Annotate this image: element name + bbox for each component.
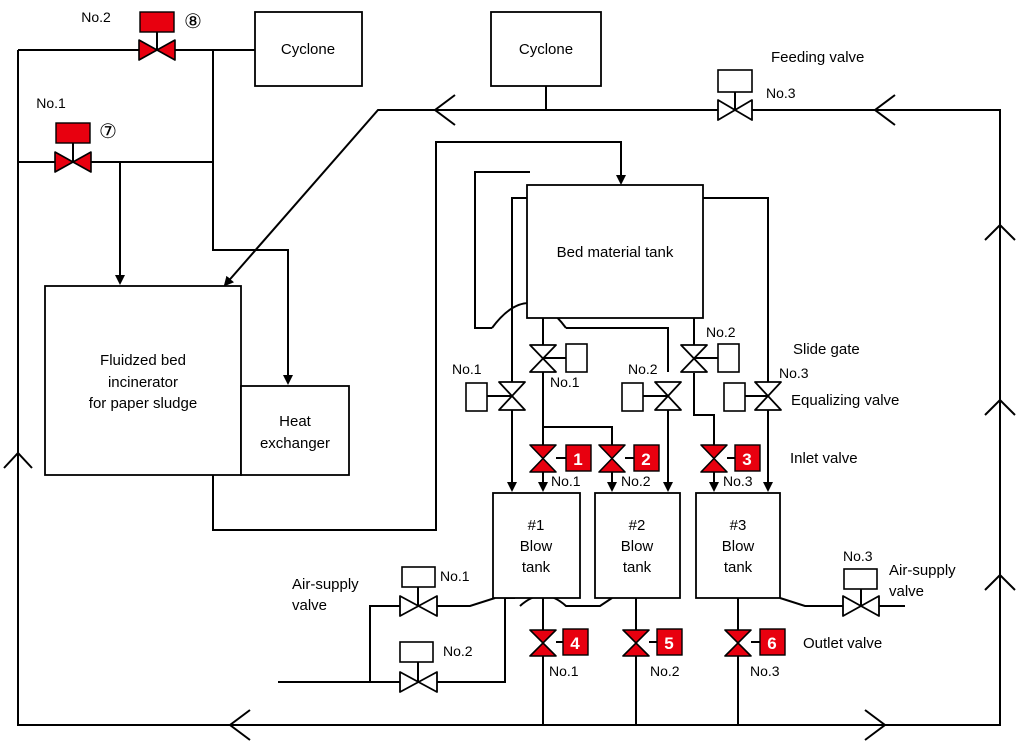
svg-text:Blow: Blow xyxy=(621,538,654,555)
svg-text:incinerator: incinerator xyxy=(108,374,178,391)
svg-text:1: 1 xyxy=(573,450,582,469)
svg-text:Equalizing valve: Equalizing valve xyxy=(791,392,899,409)
svg-text:Outlet valve: Outlet valve xyxy=(803,635,882,652)
svg-text:Blow: Blow xyxy=(520,538,553,555)
outlet-valve-no1: 4 No.1 xyxy=(529,628,589,679)
svg-text:2: 2 xyxy=(641,450,650,469)
svg-text:Heat: Heat xyxy=(279,413,312,430)
inlet-valve-no3: 3 No.3 Inlet valve xyxy=(700,444,858,492)
svg-text:No.1: No.1 xyxy=(36,95,66,111)
blow-tank-2: #2 Blow tank xyxy=(594,492,681,599)
blow-tank-1: #1 Blow tank xyxy=(492,492,581,599)
svg-text:No.2: No.2 xyxy=(650,663,680,679)
svg-text:No.3: No.3 xyxy=(779,365,809,381)
svg-text:#1: #1 xyxy=(528,517,545,534)
svg-text:No.2: No.2 xyxy=(706,324,736,340)
svg-text:valve: valve xyxy=(889,583,924,600)
svg-text:No.3: No.3 xyxy=(766,85,796,101)
svg-text:No.2: No.2 xyxy=(628,361,658,377)
svg-text:#2: #2 xyxy=(629,517,646,534)
pipe-network xyxy=(17,49,1001,726)
svg-text:Air-supply: Air-supply xyxy=(292,576,359,593)
svg-text:⑦: ⑦ xyxy=(99,121,117,143)
svg-text:3: 3 xyxy=(742,450,751,469)
svg-text:for paper sludge: for paper sludge xyxy=(89,395,197,412)
svg-text:No.1: No.1 xyxy=(550,374,580,390)
svg-text:Bed material tank: Bed material tank xyxy=(557,244,674,261)
svg-text:Blow: Blow xyxy=(722,538,755,555)
svg-text:Cyclone: Cyclone xyxy=(519,41,573,58)
svg-text:Slide gate: Slide gate xyxy=(793,341,860,358)
valve-top-no1: No.1 ⑦ xyxy=(36,95,117,173)
svg-text:No.1: No.1 xyxy=(452,361,482,377)
slide-gate-no1: No.1 xyxy=(529,343,588,390)
svg-text:#3: #3 xyxy=(730,517,747,534)
svg-text:6: 6 xyxy=(767,634,776,653)
outlet-valve-no2: 5 No.2 xyxy=(622,628,683,679)
svg-text:No.2: No.2 xyxy=(81,9,111,25)
svg-text:tank: tank xyxy=(623,559,652,576)
inlet-valve-no2: 2 No.2 xyxy=(598,444,660,492)
inlet-valve-no1: 1 No.1 xyxy=(529,444,592,492)
air-supply-valve-no2: No.2 xyxy=(399,641,473,693)
svg-text:tank: tank xyxy=(522,559,551,576)
svg-text:Cyclone: Cyclone xyxy=(281,41,335,58)
equalizing-valve-no3: Slide gate No.3 Equalizing valve xyxy=(723,341,899,412)
air-supply-valve-no1: No.1 Air-supply valve xyxy=(292,566,470,617)
svg-text:No.2: No.2 xyxy=(621,473,651,489)
svg-text:No.1: No.1 xyxy=(440,568,470,584)
svg-text:Air-supply: Air-supply xyxy=(889,562,956,579)
svg-text:No.2: No.2 xyxy=(443,643,473,659)
svg-text:Fluidzed bed: Fluidzed bed xyxy=(100,352,186,369)
air-supply-valve-no3: No.3 Air-supply valve xyxy=(842,548,956,617)
valve-top-no2: No.2 ⑧ xyxy=(81,9,202,61)
svg-text:Feeding valve: Feeding valve xyxy=(771,49,864,66)
svg-text:valve: valve xyxy=(292,597,327,614)
blow-tank-3: #3 Blow tank xyxy=(695,492,781,599)
feeding-valve-no3: Feeding valve No.3 xyxy=(717,49,864,121)
heat-exchanger: Heat exchanger xyxy=(240,385,350,476)
bed-material-tank: Bed material tank xyxy=(526,184,704,319)
svg-text:exchanger: exchanger xyxy=(260,435,330,452)
svg-text:No.1: No.1 xyxy=(549,663,579,679)
svg-text:⑧: ⑧ xyxy=(184,11,202,33)
svg-text:4: 4 xyxy=(570,634,580,653)
svg-text:5: 5 xyxy=(664,634,673,653)
slide-gate-no2: No.2 xyxy=(680,324,740,373)
svg-text:No.3: No.3 xyxy=(723,473,753,489)
equalizing-valve-no2: No.2 xyxy=(621,361,682,412)
svg-text:No.3: No.3 xyxy=(750,663,780,679)
cyclone-left: Cyclone xyxy=(254,11,363,87)
flow-direction-arrows xyxy=(3,94,1016,741)
svg-text:No.3: No.3 xyxy=(843,548,873,564)
outlet-valve-no3: 6 No.3 Outlet valve xyxy=(724,628,882,679)
fluidized-bed-incinerator: Fluidzed bed incinerator for paper sludg… xyxy=(44,285,242,476)
cyclone-right: Cyclone xyxy=(490,11,602,87)
equalizing-valve-no1: No.1 xyxy=(452,361,526,412)
svg-text:Inlet valve: Inlet valve xyxy=(790,450,858,467)
svg-text:No.1: No.1 xyxy=(551,473,581,489)
svg-text:tank: tank xyxy=(724,559,753,576)
